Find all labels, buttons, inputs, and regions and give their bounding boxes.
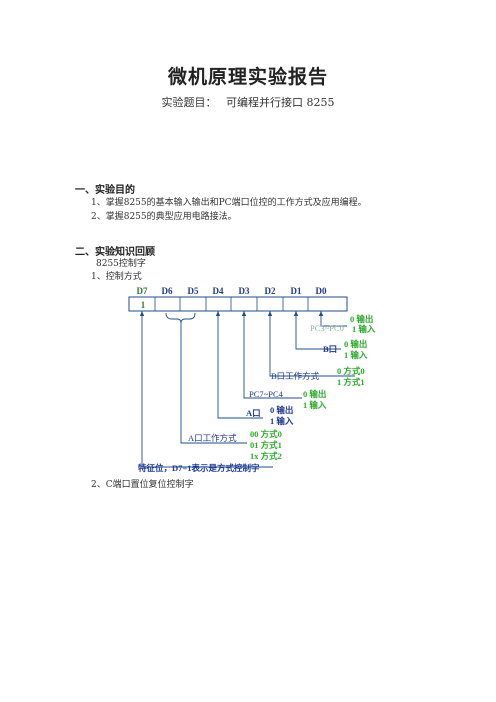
label-a-mode-1x: 1x 方式2 [250,451,282,461]
arrowheads [139,311,324,316]
line-port-b [295,311,341,350]
section1-item-2: 2、掌握8255的典型应用电路接法。 [91,212,237,222]
line-pc-high [243,311,302,399]
bit-header-d0: D0 [316,286,327,296]
label-pc-low-in: 1 输入 [352,324,376,334]
arrow-d4 [215,311,221,316]
line-a-mode [180,323,247,444]
brace-d6-d5 [165,312,196,324]
label-port-a-out: 0 输出 [270,405,293,415]
bit-headers: D7 D6 D5 D4 D3 D2 D1 D0 [137,286,327,296]
bit-header-d6: D6 [162,286,173,296]
arrow-d1 [293,311,299,316]
label-a-mode-01: 01 方式1 [250,440,282,450]
report-subtitle: 实验题目： 可编程并行接口 8255 [0,94,496,110]
label-pc-high-out: 0 输出 [303,389,326,399]
line-b-mode [269,311,355,377]
bit-header-d4: D4 [213,286,224,296]
label-b-mode: B口工作方式 [271,371,320,381]
section2-c-port-label: 2、C端口置位复位控制字 [91,480,194,490]
label-port-b: B口 [323,344,337,354]
section2-control-word-label: 8255控制字 [96,259,146,269]
label-port-a-in: 1 输入 [270,416,294,426]
report-title: 微机原理实验报告 [167,66,328,88]
bit-header-d1: D1 [291,286,302,296]
label-port-b-in: 1 输入 [344,350,368,360]
label-pc-low-out: 0 输出 [350,314,373,324]
bit-header-d3: D3 [239,286,250,296]
label-pc-low: PC3~PC0 [310,323,344,333]
label-pc-high-in: 1 输入 [303,400,327,410]
bit-header-d2: D2 [265,286,276,296]
arrow-d7 [139,311,145,316]
bit-header-d7: D7 [137,286,148,296]
label-pc-high: PC7~PC4 [249,389,284,399]
line-port-a [217,311,263,419]
control-word-box [128,296,348,312]
section2-heading: 二、实验知识回顾 [75,247,155,258]
label-b-mode-1: 1 方式1 [337,377,365,387]
bit-header-d5: D5 [188,286,199,296]
diagram-labels: PC3~PC0 0 输出 1 输入 B口 0 输出 1 输入 B口工作方式 0 … [138,314,376,473]
label-b-mode-0: 0 方式0 [337,366,365,376]
section1-heading: 一、实验目的 [75,185,135,196]
bit-dividers [154,297,309,311]
section2-control-mode-label: 1、控制方式 [91,272,142,282]
label-port-b-out: 0 输出 [344,339,367,349]
arrow-d3 [241,311,247,316]
arrow-d2 [267,311,273,316]
subtitle-value: 可编程并行接口 8255 [226,96,335,109]
arrow-d0 [318,311,324,316]
label-a-mode: A口工作方式 [188,433,237,443]
subtitle-label: 实验题目： [161,96,217,109]
label-a-mode-00: 00 方式0 [250,429,282,439]
d7-value: 1 [141,300,146,310]
connector-lines [141,311,355,468]
label-feature-bit: 特征位，D7=1表示是方式控制字 [138,463,260,473]
line-feature [141,311,273,468]
label-port-a: A口 [246,408,261,418]
section1-item-1: 1、掌握8255的基本输入输出和PC端口位控的工作方式及应用编程。 [91,198,367,208]
